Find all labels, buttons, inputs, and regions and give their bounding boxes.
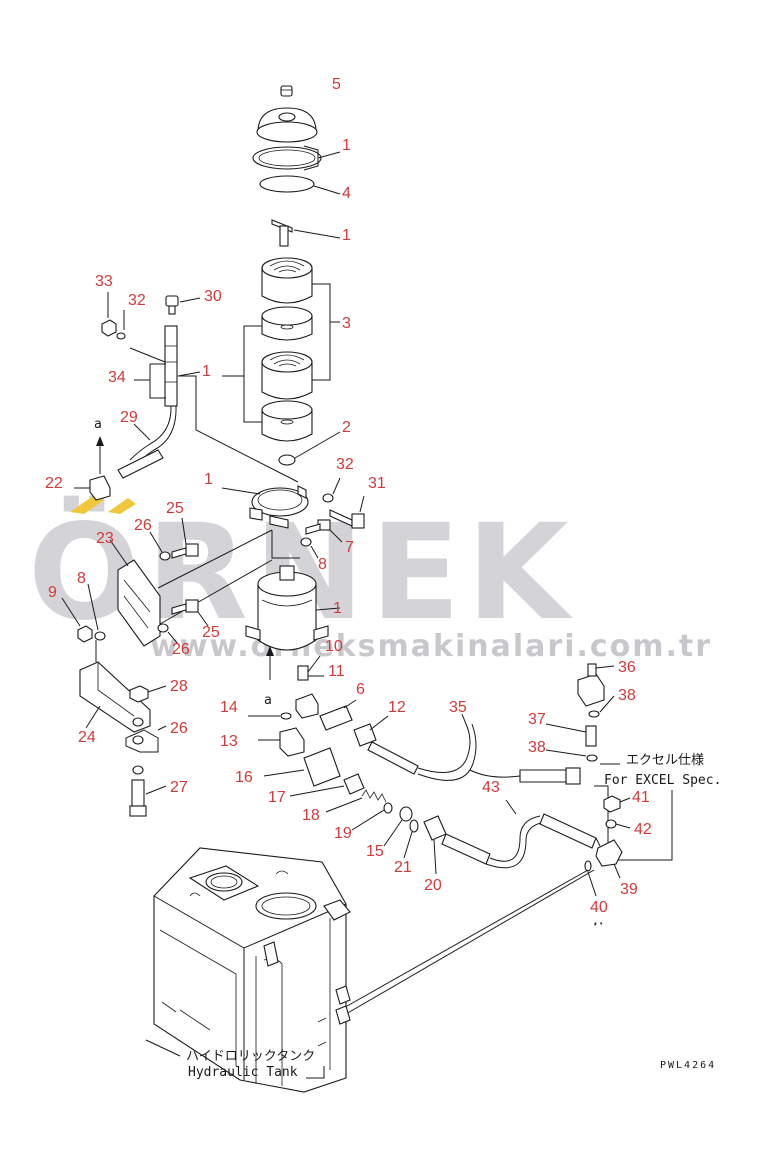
filter-elements bbox=[222, 257, 341, 466]
spacer-16 bbox=[303, 747, 341, 787]
callout-15: 15 bbox=[366, 843, 384, 860]
callout-42: 42 bbox=[634, 821, 652, 838]
hose-bracket bbox=[164, 325, 178, 407]
callout-12: 12 bbox=[388, 699, 406, 716]
arrow-a-label: a bbox=[94, 417, 102, 432]
callout-1: 1 bbox=[204, 471, 213, 488]
callout-20: 20 bbox=[424, 877, 442, 894]
tank-label-en: Hydraulic Tank bbox=[188, 1065, 298, 1080]
callout-1: 1 bbox=[202, 363, 211, 380]
support-bracket bbox=[79, 640, 167, 817]
elbow-39 bbox=[595, 839, 623, 867]
callout-6: 6 bbox=[356, 681, 365, 698]
callout-17: 17 bbox=[268, 789, 286, 806]
clamp-band bbox=[221, 477, 365, 559]
callout-33: 33 bbox=[95, 273, 113, 290]
filter-case: a bbox=[245, 565, 341, 720]
callout-3: 3 bbox=[342, 315, 351, 332]
spring-18 bbox=[361, 789, 387, 803]
callout-13: 13 bbox=[220, 733, 238, 750]
callout-23: 23 bbox=[96, 530, 114, 547]
callout-38: 38 bbox=[528, 739, 546, 756]
callout-34: 34 bbox=[108, 369, 126, 386]
callout-2: 2 bbox=[342, 419, 351, 436]
callout-36: 36 bbox=[618, 659, 636, 676]
tee-13 bbox=[279, 727, 305, 757]
hose-29 bbox=[117, 449, 164, 479]
callout-1: 1 bbox=[342, 137, 351, 154]
callout-1: 1 bbox=[333, 600, 342, 617]
callout-43: 43 bbox=[482, 779, 500, 796]
elbow-fitting bbox=[295, 693, 319, 719]
tank-label-jp: ハイドロリックタンク bbox=[186, 1049, 315, 1064]
callout-9: 9 bbox=[48, 584, 57, 601]
callout-27: 27 bbox=[170, 779, 188, 796]
callout-24: 24 bbox=[78, 729, 96, 746]
callout-numbers: 5 1 4 1 3 1 2 33 32 30 34 29 22 1 32 31 … bbox=[45, 76, 652, 916]
hydraulic-tank bbox=[145, 847, 351, 1093]
callout-21: 21 bbox=[394, 859, 412, 876]
drawing-code: PWL4264 bbox=[660, 1060, 716, 1071]
callout-39: 39 bbox=[620, 881, 638, 898]
callout-26: 26 bbox=[172, 641, 190, 658]
left-hose-group: a bbox=[74, 292, 201, 501]
reducer-6 bbox=[319, 705, 353, 731]
seal-ring bbox=[252, 146, 322, 170]
callout-11: 11 bbox=[328, 663, 345, 680]
nipple-17 bbox=[343, 773, 365, 795]
callout-16: 16 bbox=[235, 769, 253, 786]
callout-28: 28 bbox=[170, 678, 188, 695]
callout-32: 32 bbox=[336, 456, 354, 473]
mount-bracket bbox=[61, 517, 300, 647]
nut-33 bbox=[101, 319, 117, 337]
callout-10: 10 bbox=[325, 638, 343, 655]
callout-29: 29 bbox=[120, 409, 138, 426]
callout-35: 35 bbox=[449, 699, 467, 716]
callout-40: 40 bbox=[590, 899, 608, 916]
callout-8: 8 bbox=[77, 570, 86, 587]
vent-plug bbox=[280, 85, 293, 97]
excel-spec-en: For EXCEL Spec. bbox=[604, 773, 721, 788]
callout-4: 4 bbox=[342, 185, 351, 202]
nut-2 bbox=[278, 454, 296, 466]
callout-19: 19 bbox=[334, 825, 352, 842]
watermark-url: www.orneksmakinalari.com.tr bbox=[150, 629, 712, 664]
callout-14: 14 bbox=[220, 699, 238, 716]
callout-18: 18 bbox=[302, 807, 320, 824]
band-clamp bbox=[251, 487, 309, 517]
watermark-accent-mark-2 bbox=[108, 498, 136, 514]
callout-41: 41 bbox=[632, 789, 650, 806]
callout-32: 32 bbox=[128, 292, 146, 309]
callout-25: 25 bbox=[166, 500, 184, 517]
gasket-4 bbox=[259, 175, 315, 193]
callout-37: 37 bbox=[528, 711, 546, 728]
bolt-30 bbox=[165, 295, 179, 307]
callout-30: 30 bbox=[204, 288, 222, 305]
callout-31: 31 bbox=[368, 475, 386, 492]
callout-8: 8 bbox=[318, 556, 327, 573]
washer-32 bbox=[322, 493, 334, 503]
filter-cap-assembly bbox=[252, 85, 341, 247]
fitting-chain bbox=[258, 693, 601, 875]
callout-5: 5 bbox=[332, 76, 341, 93]
callout-22: 22 bbox=[45, 475, 63, 492]
svg-text:, .: , . bbox=[594, 917, 603, 927]
callout-26: 26 bbox=[134, 517, 152, 534]
arrow-a-lower-label: a bbox=[264, 693, 272, 708]
valve-36 bbox=[577, 673, 605, 707]
filter-bowl bbox=[257, 583, 317, 651]
excel-spec-jp: エクセル仕様 bbox=[626, 753, 704, 768]
hose-35 bbox=[367, 741, 419, 775]
hose-43 bbox=[441, 833, 491, 865]
washer-8 bbox=[300, 537, 312, 547]
bracket-plate bbox=[117, 559, 161, 647]
callout-26: 26 bbox=[170, 720, 188, 737]
callout-25: 25 bbox=[202, 624, 220, 641]
excel-spec-parts: , . bbox=[339, 663, 673, 1015]
callout-7: 7 bbox=[345, 539, 354, 556]
callout-38: 38 bbox=[618, 687, 636, 704]
elbow-22 bbox=[89, 475, 111, 501]
callout-1: 1 bbox=[342, 227, 351, 244]
